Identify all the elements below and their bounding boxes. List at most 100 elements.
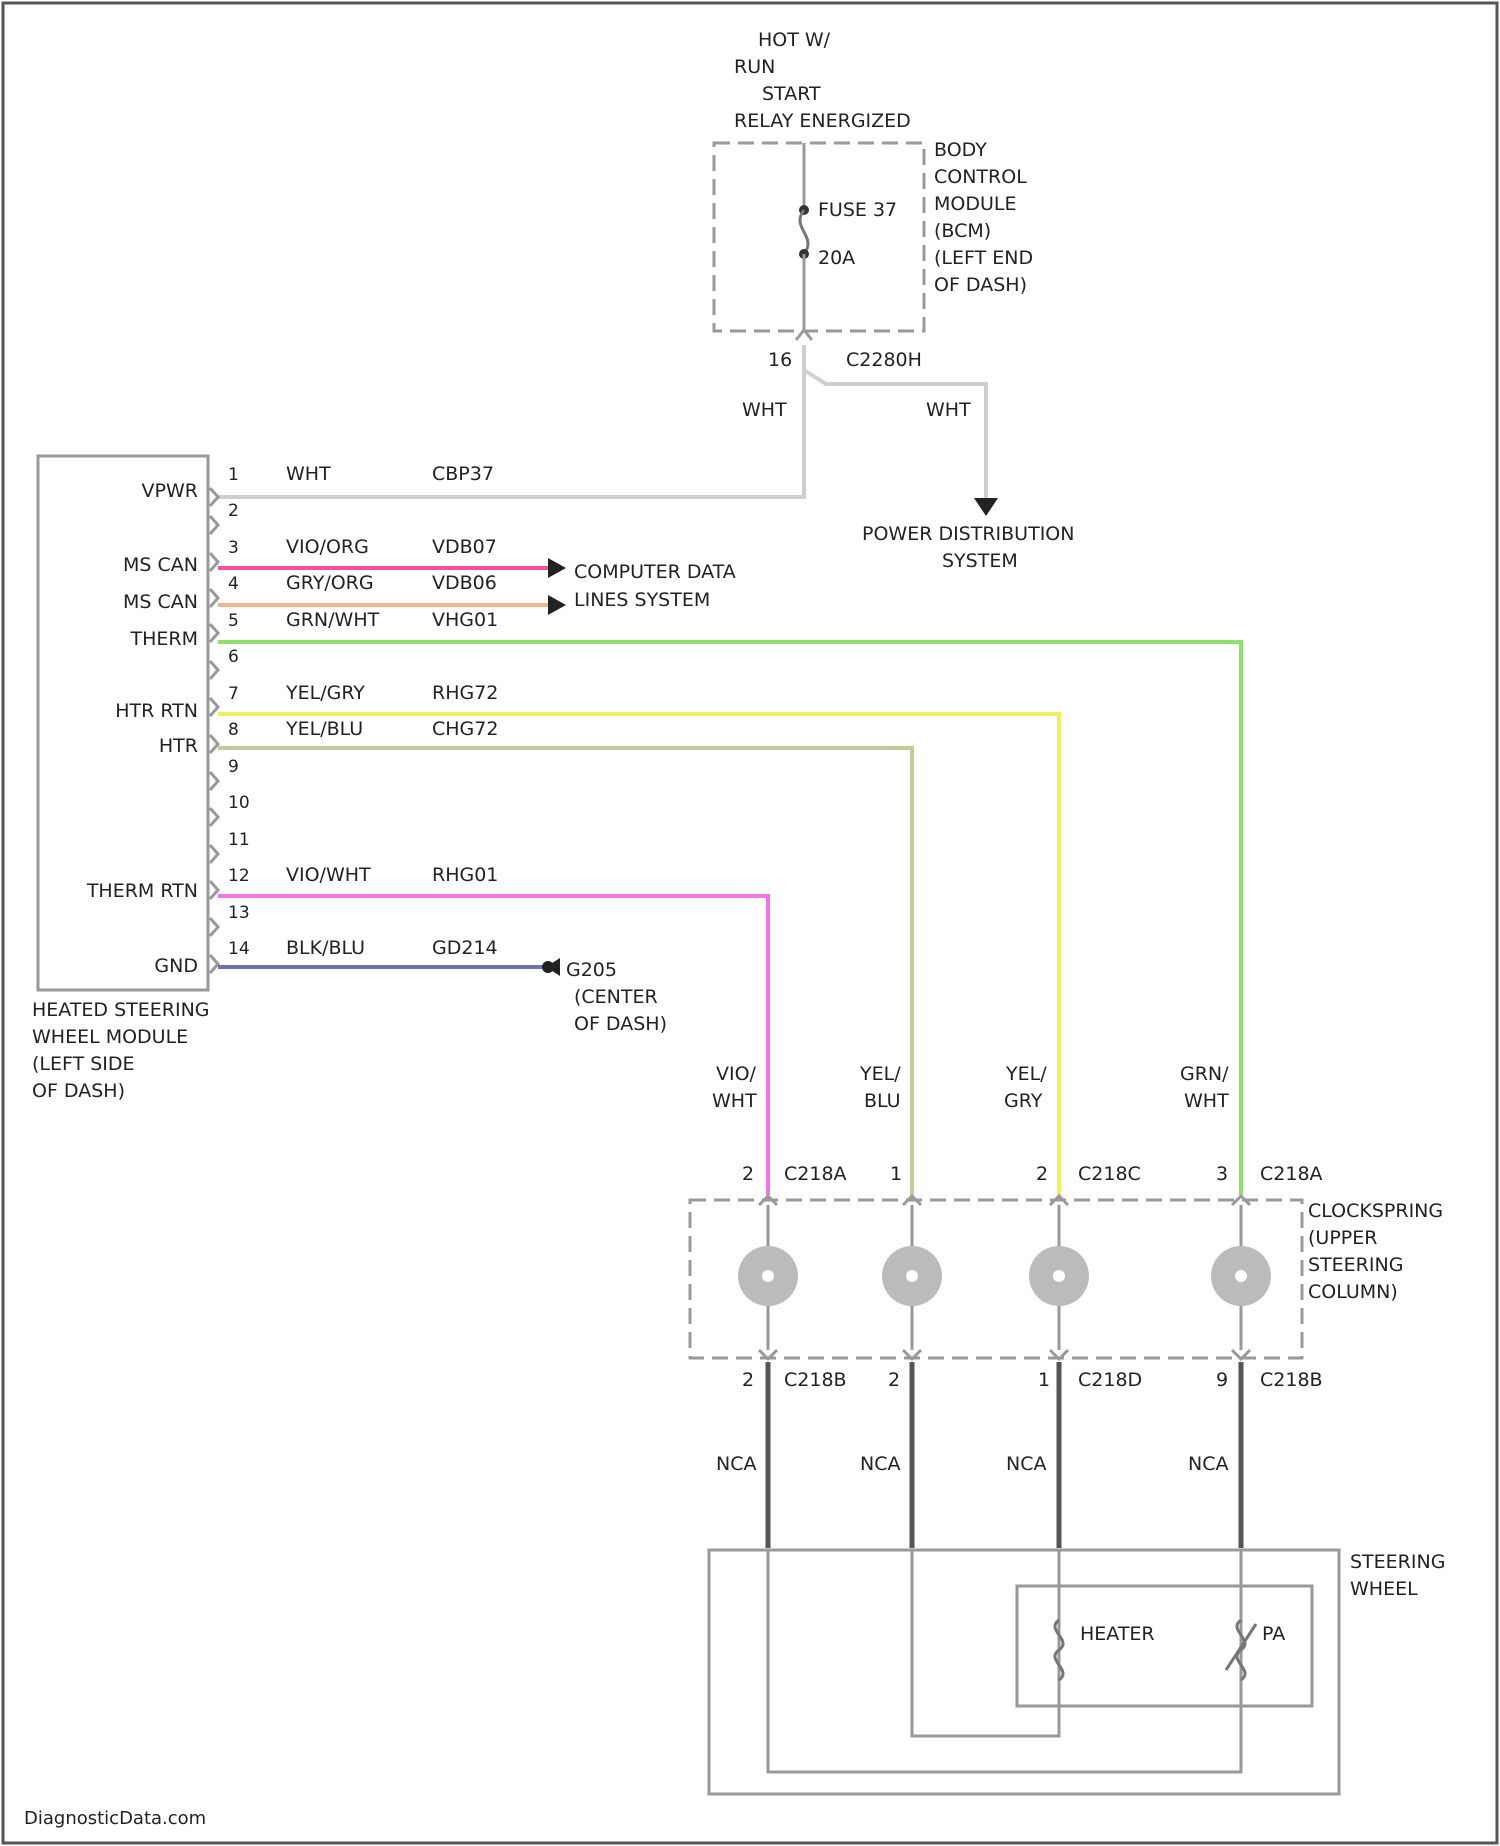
- clockspring-label-3: STEERING: [1308, 1254, 1403, 1276]
- circuit-pin-4: VDB06: [432, 572, 497, 594]
- circuit-pin-12: RHG01: [432, 864, 498, 886]
- hot-at-label-2: RUN: [734, 56, 775, 78]
- ground-label-3: OF DASH): [574, 1013, 667, 1035]
- module-pin-label-ms-can-1: MS CAN: [123, 554, 198, 576]
- can-arrow-2: [548, 595, 566, 615]
- nca-label-1: NCA: [716, 1453, 756, 1475]
- clockspring-label-2: (UPPER: [1308, 1227, 1377, 1249]
- upper-connector-c218c: C218C: [1078, 1163, 1141, 1185]
- lower-connector-c218b-1: C218B: [784, 1369, 847, 1391]
- upper-connector-c218a-1: C218A: [784, 1163, 847, 1185]
- col2-lower-pin: 2: [888, 1369, 900, 1391]
- bcm-label-2: CONTROL: [934, 166, 1027, 188]
- module-pin-5: 5: [228, 611, 239, 631]
- circuit-pin-3: VDB07: [432, 536, 497, 558]
- watermark: DiagnosticData.com: [24, 1808, 206, 1829]
- wire-color-pin-14: BLK/BLU: [286, 937, 365, 959]
- module-pin-14: 14: [228, 939, 250, 959]
- col4-wire-color-1: GRN/: [1180, 1063, 1229, 1085]
- steering-wheel-label-2: WHEEL: [1350, 1578, 1418, 1600]
- circuit-pin-5: VHG01: [432, 609, 498, 631]
- hot-at-label-4: RELAY ENERGIZED: [734, 110, 911, 132]
- module-pin-2: 2: [228, 501, 239, 521]
- module-pin-8: 8: [228, 720, 239, 740]
- hot-at-label-1: HOT W/: [758, 29, 831, 51]
- power-dist-arrow: [974, 498, 998, 516]
- clockspring-label-4: COLUMN): [1308, 1281, 1398, 1303]
- lower-connector-c218b-2: C218B: [1260, 1369, 1323, 1391]
- bcm-label-1: BODY: [934, 139, 987, 161]
- module-label-1: HEATED STEERING: [32, 999, 210, 1021]
- module-pin-label-gnd: GND: [154, 955, 198, 977]
- ground-label-1: G205: [566, 959, 617, 981]
- wire-therm: [218, 642, 1241, 1195]
- bcm-box: [714, 143, 924, 331]
- col2-wire-color-2: BLU: [864, 1090, 901, 1112]
- wire-color-pin-3: VIO/ORG: [286, 536, 369, 558]
- can-label-2: LINES SYSTEM: [574, 589, 710, 611]
- circuit-pin-1: CBP37: [432, 463, 494, 485]
- col3-lower-pin: 1: [1038, 1369, 1050, 1391]
- wire-color-pin-4: GRY/ORG: [286, 572, 374, 594]
- module-label-3: (LEFT SIDE: [32, 1053, 135, 1075]
- power-dist-label-2: SYSTEM: [942, 550, 1018, 572]
- bcm-connector: C2280H: [846, 349, 922, 371]
- module-pin-label-therm: THERM: [130, 628, 199, 650]
- wire-htr: [218, 748, 912, 1195]
- module-pin-11: 11: [228, 830, 250, 850]
- col1-wire-color-2: WHT: [712, 1090, 757, 1112]
- module-pin-label-vpwr: VPWR: [142, 480, 198, 502]
- module-pin-13: 13: [228, 903, 250, 923]
- circuit-pin-14: GD214: [432, 937, 498, 959]
- steering-wheel-label-1: STEERING: [1350, 1551, 1445, 1573]
- upper-connector-c218a-2: C218A: [1260, 1163, 1323, 1185]
- bcm-label-6: OF DASH): [934, 274, 1027, 296]
- fuse-rating: 20A: [818, 247, 855, 269]
- module-pin-label-ms-can-2: MS CAN: [123, 591, 198, 613]
- module-pin-label-therm-rtn: THERM RTN: [86, 880, 198, 902]
- wire-color-pin-8: YEL/BLU: [285, 718, 363, 740]
- module-box: [38, 456, 208, 990]
- can-label-1: COMPUTER DATA: [574, 561, 736, 583]
- col3-wire-color-1: YEL/: [1005, 1063, 1047, 1085]
- clockspring-label-1: CLOCKSPRING: [1308, 1200, 1443, 1222]
- nca-label-3: NCA: [1006, 1453, 1046, 1475]
- bcm-label-5: (LEFT END: [934, 247, 1033, 269]
- module-label-4: OF DASH): [32, 1080, 125, 1102]
- ground-label-2: (CENTER: [574, 986, 658, 1008]
- col1-wire-color-1: VIO/: [716, 1063, 757, 1085]
- clockspring-columns: [738, 1196, 1271, 1359]
- circuit-pin-7: RHG72: [432, 682, 498, 704]
- col4-upper-terminal: [1232, 1196, 1250, 1205]
- thermistor-label: PA: [1262, 1623, 1285, 1645]
- module-pin-9: 9: [228, 757, 239, 777]
- wire-color-left: WHT: [742, 399, 787, 421]
- col4-upper-pin: 3: [1216, 1163, 1228, 1185]
- module-label-2: WHEEL MODULE: [32, 1026, 188, 1048]
- module-pin-1: 1: [228, 465, 239, 485]
- diagram-frame: [3, 3, 1497, 1843]
- hot-at-label-3: START: [762, 83, 821, 105]
- wire-wht-power-dist: [804, 370, 986, 502]
- col3-wire-color-2: GRY: [1004, 1090, 1043, 1112]
- nca-label-4: NCA: [1188, 1453, 1228, 1475]
- col3-upper-pin: 2: [1036, 1163, 1048, 1185]
- nca-label-2: NCA: [860, 1453, 900, 1475]
- module-pin-label-htr-rtn: HTR RTN: [115, 700, 198, 722]
- wire-color-right: WHT: [926, 399, 971, 421]
- col2-upper-pin: 1: [890, 1163, 902, 1185]
- module-pin-label-htr: HTR: [159, 735, 198, 757]
- module-pin-6: 6: [228, 647, 239, 667]
- bcm-label-4: (BCM): [934, 220, 991, 242]
- power-dist-label-1: POWER DISTRIBUTION: [862, 523, 1074, 545]
- module-pin-10: 10: [228, 793, 250, 813]
- bcm-pin-number: 16: [768, 349, 792, 371]
- wire-color-pin-1: WHT: [286, 463, 331, 485]
- wire-color-pin-12: VIO/WHT: [286, 864, 371, 886]
- module-pin-4: 4: [228, 574, 239, 594]
- ground-arrow: [546, 958, 560, 976]
- fuse-symbol: [800, 210, 808, 254]
- bcm-label-3: MODULE: [934, 193, 1016, 215]
- lower-connector-c218d: C218D: [1078, 1369, 1142, 1391]
- module-pin-terminals: [210, 488, 218, 973]
